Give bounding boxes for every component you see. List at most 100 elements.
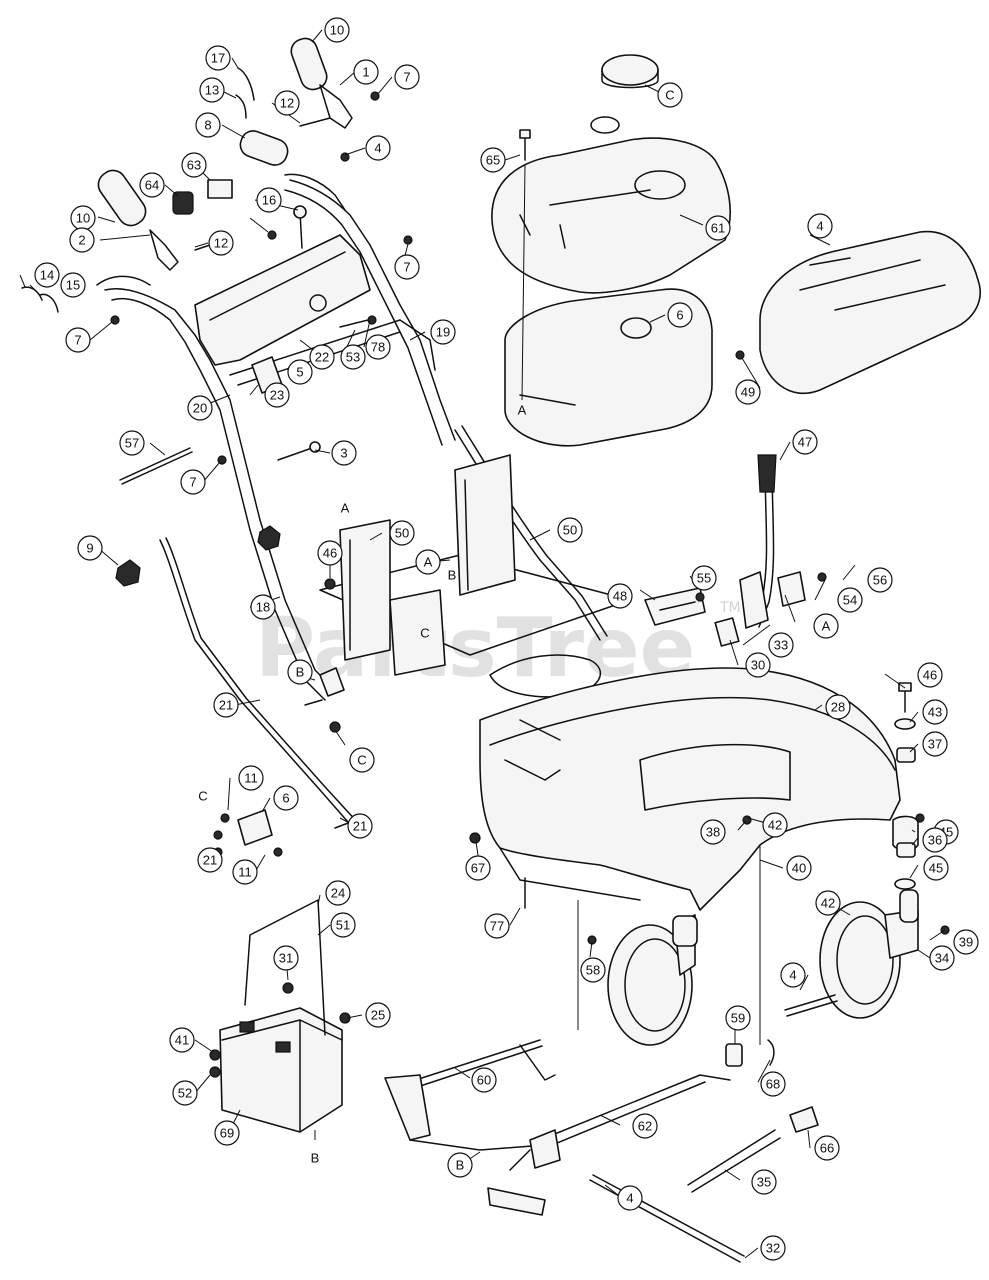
callout-circle	[557, 517, 583, 543]
callout-number: 69	[220, 1126, 234, 1141]
callout-circle	[580, 957, 606, 983]
callout-number: 17	[211, 51, 225, 66]
callout-circle	[745, 652, 771, 678]
callout-circle	[751, 1169, 777, 1195]
callout: 4	[617, 1185, 643, 1211]
ref-letter-a-frame: A	[341, 501, 350, 516]
callout: 38	[700, 819, 726, 845]
callout: 43	[922, 699, 948, 725]
callout: 18	[250, 594, 276, 620]
callout: 14	[34, 262, 60, 288]
callout-circle	[273, 785, 299, 811]
callout-number: 39	[959, 935, 973, 950]
callout-circle	[394, 64, 420, 90]
callout-number: 55	[697, 571, 711, 586]
callout-number: 2	[78, 233, 85, 248]
callout: 2	[69, 227, 95, 253]
callout-number: 18	[256, 600, 270, 615]
callout: 21	[347, 813, 373, 839]
callout: 35	[751, 1169, 777, 1195]
lift-linkage	[384, 1039, 819, 1263]
ref-letter-a-top: A	[518, 403, 527, 418]
callout-number: 25	[371, 1008, 385, 1023]
callout-number: 21	[353, 819, 367, 834]
callout-number: 60	[477, 1073, 491, 1088]
callout: 49	[735, 379, 761, 405]
callout-number: 24	[331, 886, 345, 901]
callout-circle	[484, 913, 510, 939]
callout-circle	[317, 540, 343, 566]
callout: B	[447, 1152, 473, 1178]
callout-number: 35	[757, 1175, 771, 1190]
callout-circle	[287, 659, 313, 685]
callout-number: 54	[843, 593, 857, 608]
callout-circle	[867, 567, 893, 593]
callout-circle	[324, 17, 350, 43]
callout: 65	[480, 147, 506, 173]
callout: 23	[264, 382, 290, 408]
callout-number: 15	[66, 278, 80, 293]
callout-number: 56	[873, 573, 887, 588]
callout-circle	[238, 765, 264, 791]
callout: 12	[208, 230, 234, 256]
callout: 48	[607, 583, 633, 609]
callout-circle	[181, 152, 207, 178]
callout-number: B	[296, 665, 305, 680]
callout-circle	[691, 565, 717, 591]
callout: 4	[807, 213, 833, 239]
callout-number: 43	[928, 705, 942, 720]
callout-circle	[172, 1080, 198, 1106]
callout-number: 7	[189, 475, 196, 490]
callout-number: 8	[204, 118, 211, 133]
callout-number: 10	[76, 211, 90, 226]
callout-circle	[187, 395, 213, 421]
callout: 28	[825, 694, 851, 720]
callout-circle	[607, 583, 633, 609]
callout-number: 11	[244, 771, 258, 786]
callout-number: 21	[219, 698, 233, 713]
callout-circle	[815, 890, 841, 916]
callout: 42	[815, 890, 841, 916]
callout: 78	[365, 334, 391, 360]
callout-circle	[430, 319, 456, 345]
callout-circle	[195, 112, 221, 138]
callout-number: 7	[403, 260, 410, 275]
callout: C	[349, 747, 375, 773]
callout-number: 19	[436, 325, 450, 340]
callout: 12	[274, 90, 300, 116]
callout-circle	[792, 429, 818, 455]
callout: 21	[213, 692, 239, 718]
callout: 7	[180, 469, 206, 495]
callout-number: 41	[175, 1033, 189, 1048]
callout-circle	[34, 262, 60, 288]
callout-number: B	[456, 1158, 465, 1173]
callout-circle	[415, 549, 441, 575]
callout-number: 32	[766, 1241, 780, 1256]
callout: 66	[814, 1135, 840, 1161]
callout-circle	[331, 440, 357, 466]
callout-number: 10	[330, 23, 344, 38]
callout: 54	[837, 587, 863, 613]
callout-number: 48	[613, 589, 627, 604]
callout: 19	[430, 319, 456, 345]
callout-number: 52	[178, 1086, 192, 1101]
callout-number: 57	[125, 436, 139, 451]
callout-circle	[447, 1152, 473, 1178]
frame-assembly	[237, 454, 806, 846]
callout-circle	[180, 469, 206, 495]
callout: 51	[330, 912, 356, 938]
callout: 59	[725, 1005, 751, 1031]
callout-number: C	[357, 753, 366, 768]
callout: 11	[238, 765, 264, 791]
callout-circle	[169, 1027, 195, 1053]
callout: 34	[929, 945, 955, 971]
callout-circle	[199, 77, 225, 103]
callout: 45	[923, 855, 949, 881]
callout-circle	[807, 213, 833, 239]
callout-number: 23	[270, 388, 284, 403]
callout-number: 64	[145, 178, 159, 193]
callout: 24	[325, 880, 351, 906]
callout-circle	[762, 812, 788, 838]
callout-circle	[825, 694, 851, 720]
